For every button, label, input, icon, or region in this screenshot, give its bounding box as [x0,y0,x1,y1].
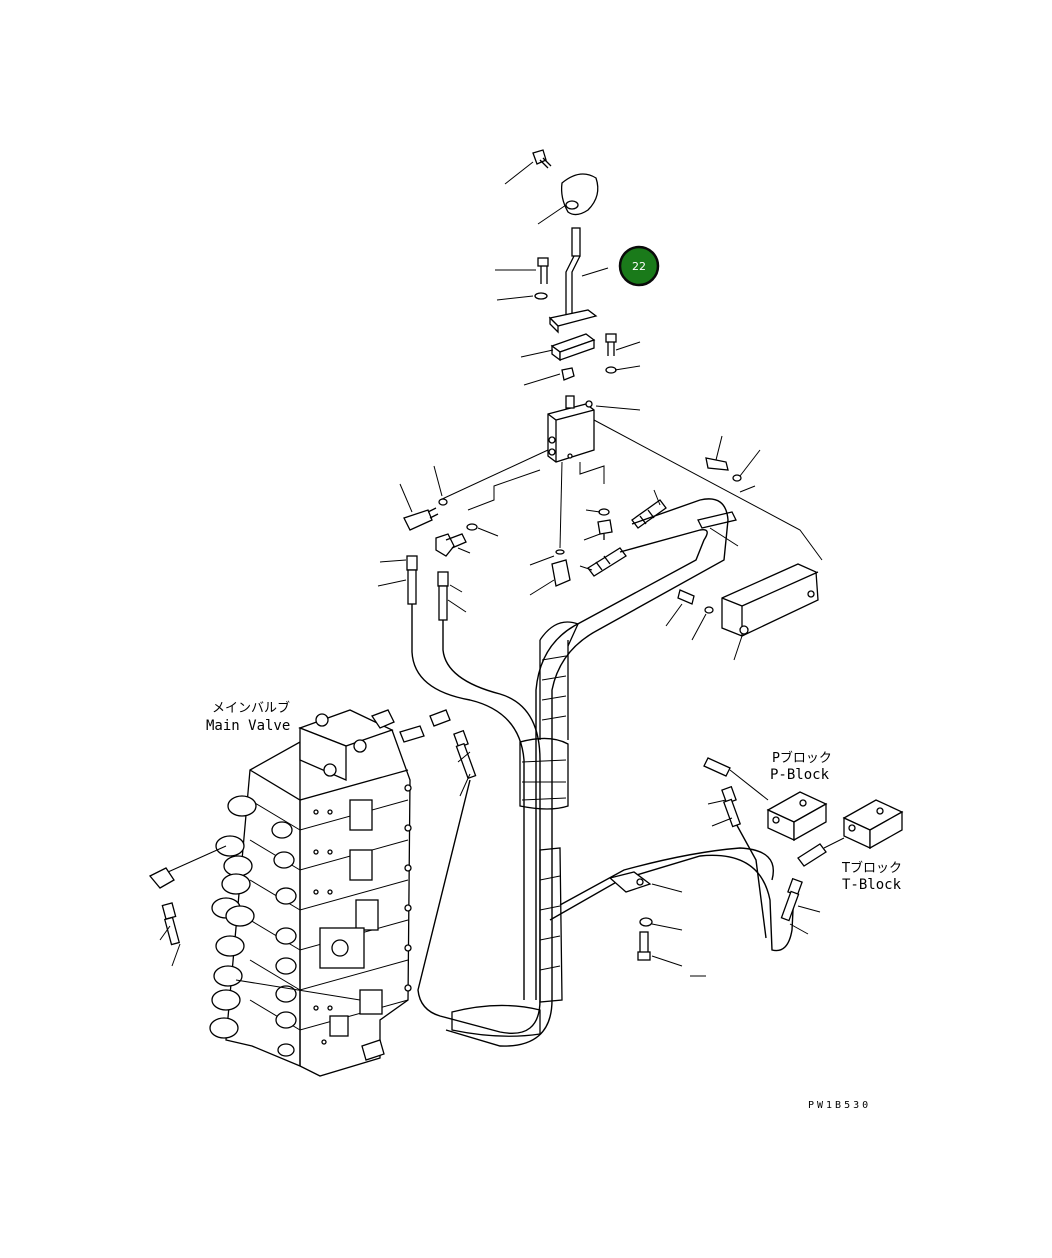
main-valve-label: メインバルブ Main Valve [206,700,290,734]
spool-caps [209,795,297,1057]
pilot-valve [439,395,823,561]
t-block-label: Tブロック T-Block [841,860,902,893]
p-block-label: Pブロック P-Block [770,750,832,783]
t-block-label-jp: Tブロック [841,860,902,876]
callout-number[interactable]: 22 [632,260,646,273]
main-valve-label-jp: メインバルブ [212,700,290,716]
valve-ports [313,784,412,1061]
callout-marker-22[interactable]: 22 [618,245,660,287]
main-valve-block [148,709,477,1077]
callout-circle[interactable] [618,245,660,287]
main-valve-label-en: Main Valve [206,718,290,734]
t-block-label-en: T-Block [842,877,902,893]
hoses [411,498,795,1047]
knob-assembly [504,149,599,225]
left-fittings [377,465,499,621]
p-block-label-en: P-Block [770,767,830,783]
bracket-assembly [520,333,641,386]
right-bracket [665,435,819,661]
drawing-number: PW1B530 [808,1100,871,1111]
p-block-label-jp: Pブロック [772,750,832,766]
lower-right-parts [608,757,904,977]
center-fittings [529,489,667,596]
lever-assembly [495,227,609,334]
